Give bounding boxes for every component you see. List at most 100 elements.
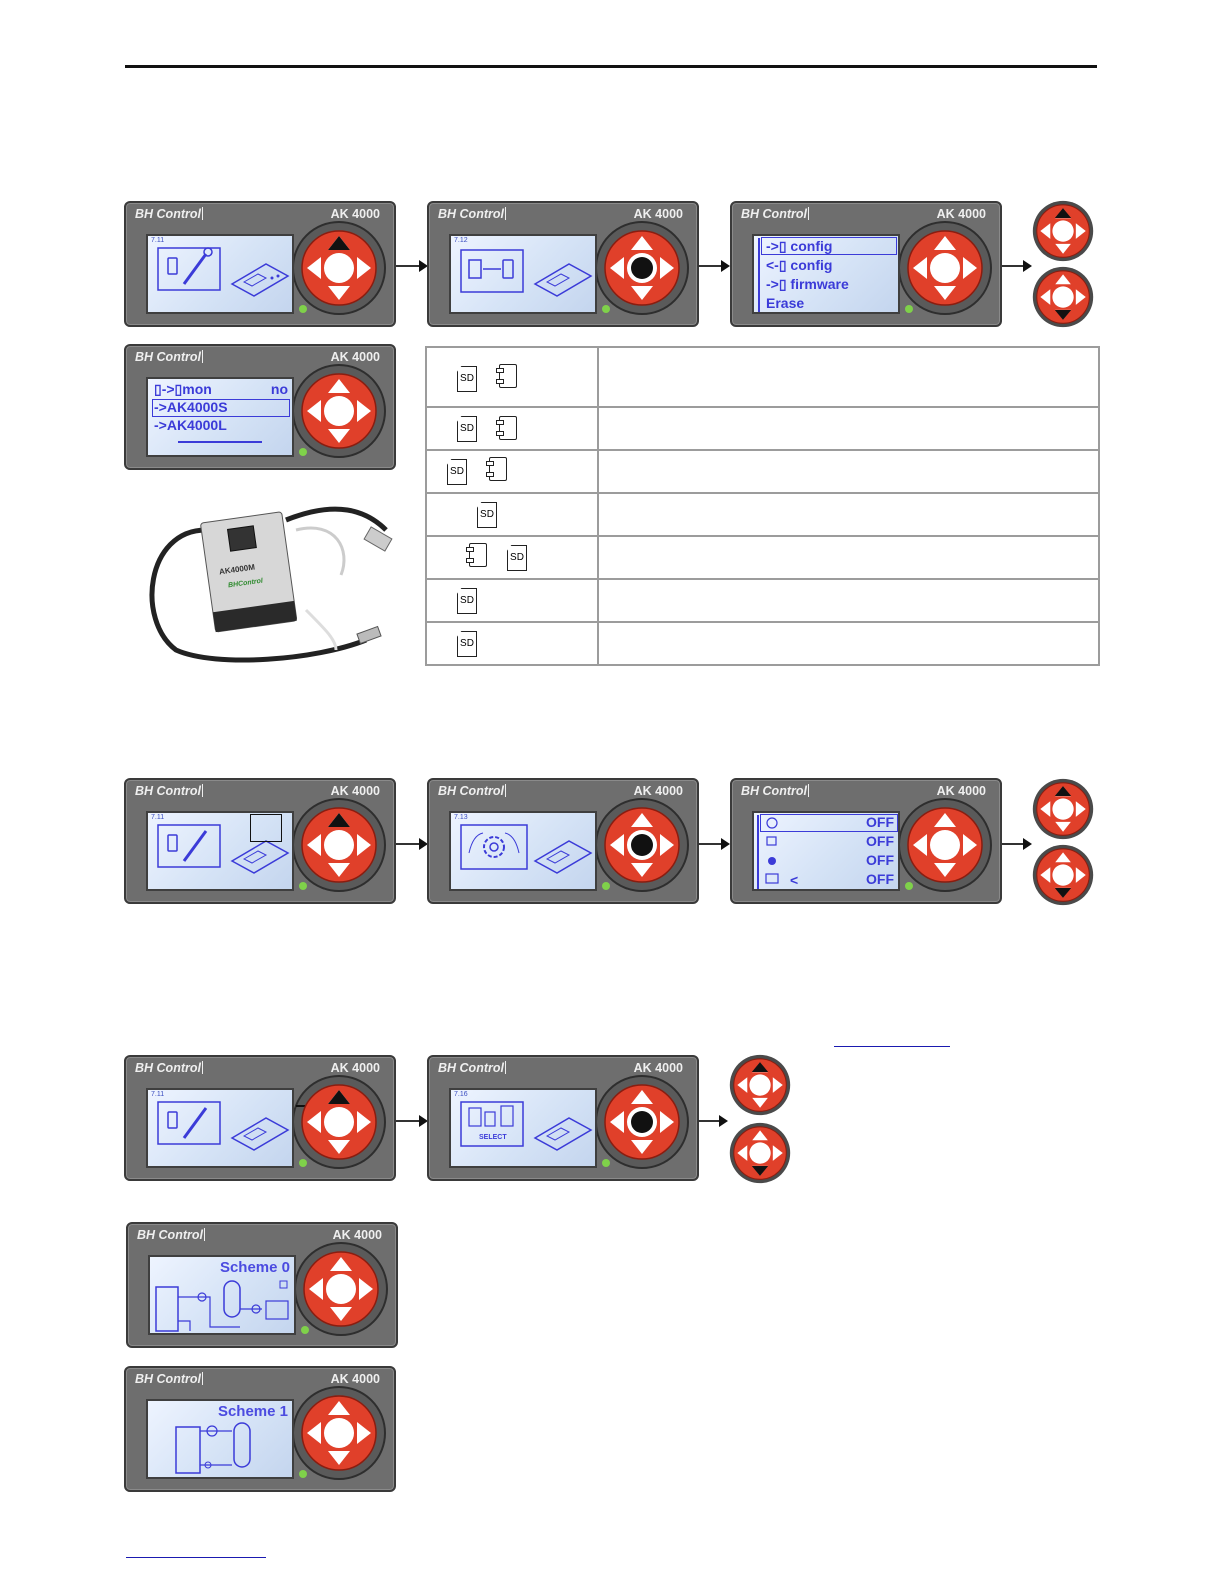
sd-card-icon: SD <box>457 588 477 614</box>
lcd-screen: 7.11 <box>146 811 294 891</box>
flow-arrow <box>698 838 730 850</box>
module-icon <box>496 364 517 388</box>
status-led <box>905 882 913 890</box>
lcd-screen: 7.16 SELECT <box>449 1088 597 1168</box>
gear-icon <box>460 824 593 874</box>
row-icons <box>765 817 779 884</box>
menu-item[interactable]: Erase <box>766 295 805 311</box>
screen-number: 7.11 <box>151 237 165 244</box>
off-value[interactable]: OFF <box>866 833 894 849</box>
status-led <box>905 305 913 313</box>
nav-up-button[interactable] <box>1032 200 1094 262</box>
screen-number: 7.11 <box>151 814 165 821</box>
model-label: AK 4000 <box>330 1061 380 1075</box>
select-label: SELECT <box>479 1134 507 1141</box>
lcd-screen: 7.12 <box>449 234 597 314</box>
module-icon <box>496 416 517 440</box>
status-led <box>602 305 610 313</box>
nav-up-button[interactable] <box>1032 778 1094 840</box>
nav-pad[interactable] <box>907 230 983 306</box>
screen-number: 7.12 <box>454 237 468 244</box>
sd-operations-table: SD SD SD SD SD SD SD <box>425 346 1100 666</box>
scheme-title: Scheme 0 <box>219 1259 290 1276</box>
brand-label: BH Control <box>135 207 201 221</box>
module-icon <box>486 457 507 481</box>
table-icon-cell: SD <box>425 406 599 451</box>
menu-item[interactable]: ->▯ config <box>766 238 833 254</box>
brand-label: BH Control <box>741 784 807 798</box>
off-value[interactable]: OFF <box>866 852 894 868</box>
nav-pad[interactable] <box>604 807 680 883</box>
model-label: AK 4000 <box>936 207 986 221</box>
nav-pad[interactable] <box>907 807 983 883</box>
sd-card-icon: SD <box>507 545 527 571</box>
flow-arrow <box>396 838 428 850</box>
screen-number: 7.16 <box>454 1091 468 1098</box>
service-tools-icon <box>157 247 290 297</box>
status-led <box>299 1159 307 1167</box>
model-label: AK 4000 <box>633 1061 683 1075</box>
controller-panel-7-16: BH Control AK 4000 7.16 SELECT <box>427 1055 699 1181</box>
brand-label: BH Control <box>137 1228 203 1242</box>
ak4000m-module-photo: AK4000M BHControl <box>136 490 398 665</box>
screen-number: 7.11 <box>151 1091 165 1098</box>
nav-up-button[interactable] <box>729 1054 791 1116</box>
brand-label: BH Control <box>741 207 807 221</box>
table-description <box>597 535 1100 580</box>
table-description <box>597 346 1100 408</box>
status-led <box>301 1326 309 1334</box>
nav-down-button[interactable] <box>729 1122 791 1184</box>
menu-item[interactable]: <-▯ config <box>766 257 833 273</box>
lcd-screen: ▯->▯mon no ->AK4000S ->AK4000L <box>146 377 294 457</box>
menu-item[interactable]: ->AK4000S <box>154 399 228 415</box>
table-description <box>597 621 1100 666</box>
brand-label: BH Control <box>438 1061 504 1075</box>
brand-label: BH Control <box>135 784 201 798</box>
table-icon-cell: SD <box>425 578 599 623</box>
flow-arrow <box>396 260 428 272</box>
hydraulic-scheme-diagram <box>155 1280 289 1332</box>
table-icon-cell: SD <box>425 535 599 580</box>
controller-panel-off-list: BH Control AK 4000 < OFF OFF OFF OFF <box>730 778 1002 904</box>
footer-link-underline[interactable] <box>126 1557 266 1558</box>
brand-label: BH Control <box>438 784 504 798</box>
model-label: AK 4000 <box>936 784 986 798</box>
sd-card-icon: SD <box>457 416 477 442</box>
brand-label: BH Control <box>438 207 504 221</box>
table-icon-cell: SD <box>425 449 599 494</box>
nav-pad[interactable] <box>301 807 377 883</box>
menu-item-value: no <box>270 381 288 397</box>
nav-pad[interactable] <box>301 230 377 306</box>
controller-panel-mon-menu: BH Control AK 4000 ▯->▯mon no ->AK4000S … <box>124 344 396 470</box>
module-icon <box>466 543 487 567</box>
nav-pad[interactable] <box>604 230 680 306</box>
lcd-screen: 7.11 <box>146 1088 294 1168</box>
status-led <box>602 882 610 890</box>
lcd-screen: 7.13 <box>449 811 597 891</box>
nav-pad[interactable] <box>301 1084 377 1160</box>
nav-pad[interactable] <box>301 1395 377 1471</box>
model-label: AK 4000 <box>633 784 683 798</box>
sd-transfer-icon <box>460 249 593 297</box>
menu-item[interactable]: ->AK4000L <box>154 417 227 433</box>
controller-panel-scheme-0: BH Control AK 4000 Scheme 0 <box>126 1222 398 1348</box>
nav-pad[interactable] <box>303 1251 379 1327</box>
nav-pad[interactable] <box>604 1084 680 1160</box>
link-underline[interactable] <box>834 1046 950 1047</box>
hydraulic-scheme-diagram <box>175 1422 251 1474</box>
status-led <box>299 882 307 890</box>
table-icon-cell: SD <box>425 492 599 537</box>
flow-arrow <box>698 1115 728 1127</box>
menu-selection <box>152 399 290 417</box>
nav-pad[interactable] <box>301 373 377 449</box>
nav-down-button[interactable] <box>1032 844 1094 906</box>
menu-item[interactable]: ▯->▯mon <box>154 381 212 397</box>
brand-label: BH Control <box>135 1061 201 1075</box>
nav-down-button[interactable] <box>1032 266 1094 328</box>
off-value[interactable]: OFF <box>866 814 894 830</box>
model-label: AK 4000 <box>633 207 683 221</box>
status-led <box>602 1159 610 1167</box>
menu-item[interactable]: ->▯ firmware <box>766 276 849 292</box>
model-label: AK 4000 <box>330 784 380 798</box>
off-value[interactable]: OFF <box>866 871 894 887</box>
